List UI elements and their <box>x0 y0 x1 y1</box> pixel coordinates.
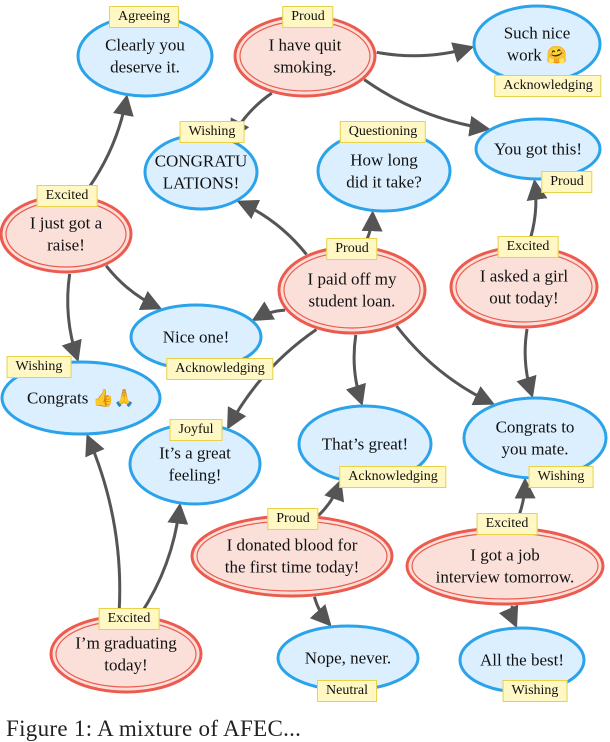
label-tag-girl: Excited <box>497 236 559 258</box>
node-text: Nice one! <box>163 328 230 347</box>
node-nope: Nope, never. <box>276 624 420 692</box>
node-text: I asked a girl <box>480 267 569 286</box>
node-text: interview tomorrow. <box>436 568 575 587</box>
node-text: Such nice <box>504 24 571 43</box>
nodes-layer: Clearly you deserve it. I have quit smoking… <box>0 4 608 694</box>
node-quit: I have quit smoking. <box>233 14 377 98</box>
node-ellipse <box>0 360 162 436</box>
label-tag-congratulations: Wishing <box>179 121 245 143</box>
node-text: LATIONS! <box>163 174 240 193</box>
edge-blood-to-nope <box>309 596 332 627</box>
node-loan: I paid off my student loan. <box>277 245 427 335</box>
node-text: That’s great! <box>322 435 408 454</box>
node-text: Nope, never. <box>305 649 391 668</box>
edge-raise-to-nice_one <box>104 264 163 310</box>
node-text: raise! <box>47 236 85 255</box>
node-text: I just got a <box>30 214 103 233</box>
label-tag-nice_one: Acknowledging <box>166 358 274 380</box>
node-ellipse <box>233 14 377 98</box>
node-text: feeling! <box>169 466 222 485</box>
node-all_best: All the best! <box>458 626 586 694</box>
node-text: deserve it. <box>110 58 180 77</box>
node-ellipse <box>405 526 605 606</box>
node-interview: I got a job interview tomorrow. <box>405 526 605 606</box>
node-text: How long <box>350 151 418 170</box>
node-text: Congrats 👍🙏 <box>27 388 135 408</box>
edge-interview-to-all_best <box>498 604 519 629</box>
node-how_long: How long did it take? <box>316 129 452 213</box>
node-text: work 🤗 <box>507 46 567 65</box>
node-text: the first time today! <box>225 558 360 577</box>
node-nice_one: Nice one! <box>129 303 263 371</box>
edge-raise-to-clearly <box>81 94 134 197</box>
node-girl: I asked a girl out today! <box>449 245 599 329</box>
node-thats_great: That’s great! <box>297 404 433 484</box>
node-text: I’m graduating <box>75 634 177 653</box>
node-text: today! <box>104 656 147 675</box>
label-tag-nope: Neutral <box>317 680 377 702</box>
edge-loan-to-thats_great <box>345 334 366 407</box>
node-got_this: You got this! <box>474 117 602 181</box>
node-nice_work: Such nice work 🤗 <box>472 4 602 84</box>
label-tag-graduating: Excited <box>98 608 160 630</box>
label-tag-loan: Proud <box>326 238 378 260</box>
edge-loan-to-nice_one <box>251 301 286 322</box>
node-text: It’s a great <box>159 444 231 463</box>
edge-girl-to-congrats_mate <box>516 328 537 399</box>
edge-loan-to-congrats_mate <box>395 325 495 406</box>
node-congratulations: CONGRATU LATIONS! <box>143 133 259 211</box>
edge-raise-to-congrats_hands <box>61 273 82 363</box>
edge-loan-to-congratulations <box>236 199 308 256</box>
label-tag-nice_work: Acknowledging <box>494 75 602 97</box>
node-graduating: I’m graduating today! <box>49 614 203 694</box>
label-tag-great_feeling: Joyful <box>169 419 223 441</box>
node-raise: I just got a raise! <box>0 194 133 274</box>
edge-quit-to-nice_work <box>376 42 475 63</box>
edges-layer <box>61 42 548 629</box>
node-text: All the best! <box>480 651 564 670</box>
label-tag-interview: Excited <box>476 513 538 535</box>
node-ellipse <box>472 4 602 84</box>
label-tag-clearly: Agreeing <box>108 6 180 28</box>
node-text: Clearly you <box>105 36 185 55</box>
node-great_feeling: It’s a great feeling! <box>128 422 262 506</box>
label-tag-how_long: Questioning <box>339 121 427 143</box>
node-text: Congrats to <box>496 418 575 437</box>
label-tag-thats_great: Acknowledging <box>339 466 447 488</box>
node-ellipse <box>76 14 214 98</box>
node-clearly: Clearly you deserve it. <box>76 14 214 98</box>
node-text: CONGRATU <box>155 152 248 171</box>
edge-blood-to-thats_great <box>317 479 345 517</box>
node-text: I have quit <box>269 36 342 55</box>
edge-graduating-to-great_feeling <box>139 502 189 616</box>
node-text: I paid off my <box>308 270 397 289</box>
node-text: did it take? <box>346 173 422 192</box>
node-ellipse <box>316 129 452 213</box>
edge-quit-to-got_this <box>363 78 491 137</box>
node-ellipse <box>0 194 133 274</box>
label-tag-quit: Proud <box>282 6 334 28</box>
node-text: you mate. <box>501 440 568 459</box>
node-ellipse <box>143 133 259 211</box>
edge-graduating-to-congrats_hands <box>85 433 122 615</box>
node-text: student loan. <box>309 292 396 311</box>
node-text: You got this! <box>494 140 582 159</box>
node-ellipse <box>449 245 599 329</box>
node-text: smoking. <box>274 58 337 77</box>
node-text: out today! <box>489 289 558 308</box>
node-blood: I donated blood for the first time today! <box>190 514 394 598</box>
node-congrats_mate: Congrats to you mate. <box>462 396 608 480</box>
label-tag-blood: Proud <box>267 508 319 530</box>
label-tag-raise: Excited <box>36 185 98 207</box>
figure-caption: Figure 1: A mixture of AFEC... <box>6 716 302 741</box>
node-text: I donated blood for <box>227 536 358 555</box>
node-congrats_hands: Congrats 👍🙏 <box>0 360 162 436</box>
label-tag-congrats_hands: Wishing <box>6 356 72 378</box>
node-text: I got a job <box>470 546 539 565</box>
label-tag-got_this: Proud <box>541 171 593 193</box>
label-tag-all_best: Wishing <box>502 680 568 702</box>
label-tag-congrats_mate: Wishing <box>528 466 594 488</box>
node-ellipse <box>474 117 602 181</box>
